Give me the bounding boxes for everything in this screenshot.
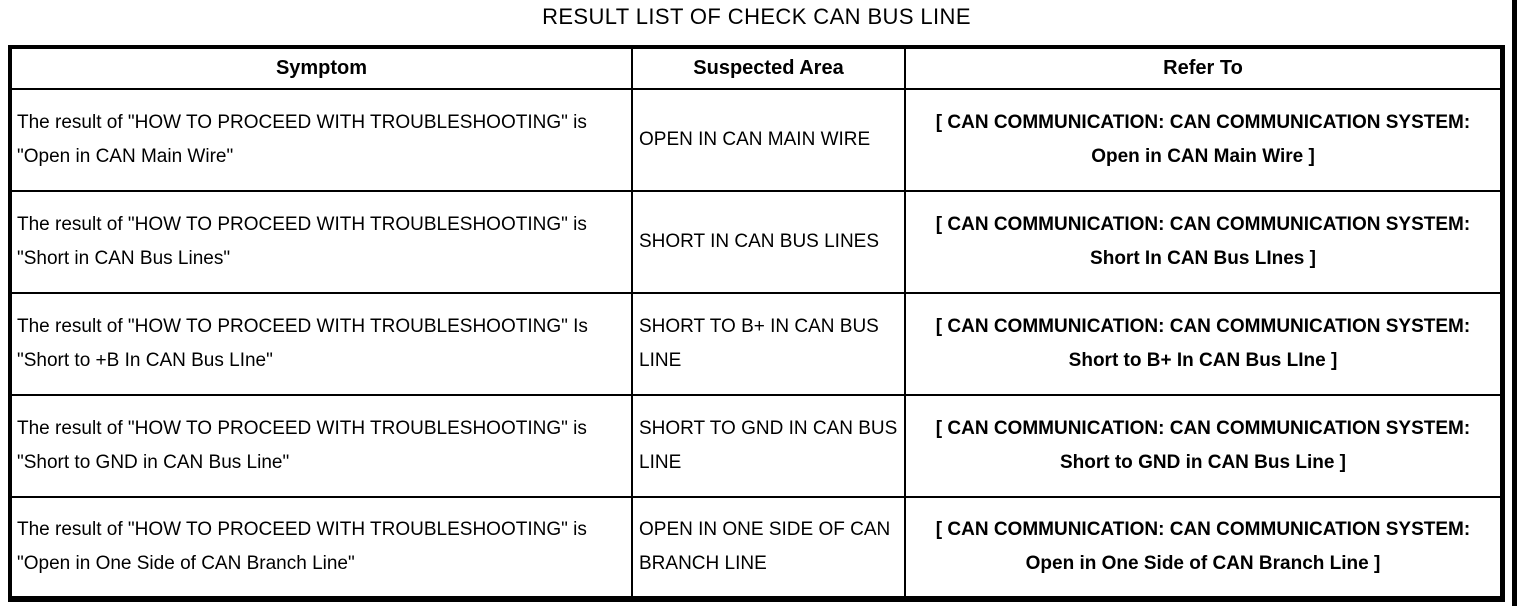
refer-to-link[interactable]: [ CAN COMMUNICATION: CAN COMMUNICATION S… bbox=[904, 88, 1504, 192]
symptom-cell: The result of "HOW TO PROCEED WITH TROUB… bbox=[9, 88, 633, 192]
table-row: The result of "HOW TO PROCEED WITH TROUB… bbox=[9, 190, 1504, 294]
refer-to-link[interactable]: [ CAN COMMUNICATION: CAN COMMUNICATION S… bbox=[904, 190, 1504, 294]
table-row: The result of "HOW TO PROCEED WITH TROUB… bbox=[9, 88, 1504, 192]
refer-to-link[interactable]: [ CAN COMMUNICATION: CAN COMMUNICATION S… bbox=[904, 394, 1504, 498]
suspected-area-cell: OPEN IN CAN MAIN WIRE bbox=[631, 88, 906, 192]
page-right-edge-divider bbox=[1512, 0, 1517, 606]
column-header-symptom: Symptom bbox=[9, 46, 633, 90]
symptom-cell: The result of "HOW TO PROCEED WITH TROUB… bbox=[9, 190, 633, 294]
suspected-area-cell: SHORT TO GND IN CAN BUS LINE bbox=[631, 394, 906, 498]
suspected-area-cell: SHORT IN CAN BUS LINES bbox=[631, 190, 906, 294]
table-row: The result of "HOW TO PROCEED WITH TROUB… bbox=[9, 292, 1504, 396]
suspected-area-cell: OPEN IN ONE SIDE OF CAN BRANCH LINE bbox=[631, 496, 906, 600]
symptom-cell: The result of "HOW TO PROCEED WITH TROUB… bbox=[9, 496, 633, 600]
refer-to-link[interactable]: [ CAN COMMUNICATION: CAN COMMUNICATION S… bbox=[904, 496, 1504, 600]
result-list-table: Symptom Suspected Area Refer To The resu… bbox=[8, 45, 1505, 602]
symptom-cell: The result of "HOW TO PROCEED WITH TROUB… bbox=[9, 394, 633, 498]
symptom-cell: The result of "HOW TO PROCEED WITH TROUB… bbox=[9, 292, 633, 396]
page-title: RESULT LIST OF CHECK CAN BUS LINE bbox=[542, 4, 971, 29]
table-row: The result of "HOW TO PROCEED WITH TROUB… bbox=[9, 496, 1504, 600]
refer-to-link[interactable]: [ CAN COMMUNICATION: CAN COMMUNICATION S… bbox=[904, 292, 1504, 396]
column-header-suspected-area: Suspected Area bbox=[631, 46, 906, 90]
suspected-area-cell: SHORT TO B+ IN CAN BUS LINE bbox=[631, 292, 906, 396]
table-header-row: Symptom Suspected Area Refer To bbox=[9, 46, 1504, 90]
column-header-refer-to: Refer To bbox=[904, 46, 1504, 90]
table-row: The result of "HOW TO PROCEED WITH TROUB… bbox=[9, 394, 1504, 498]
